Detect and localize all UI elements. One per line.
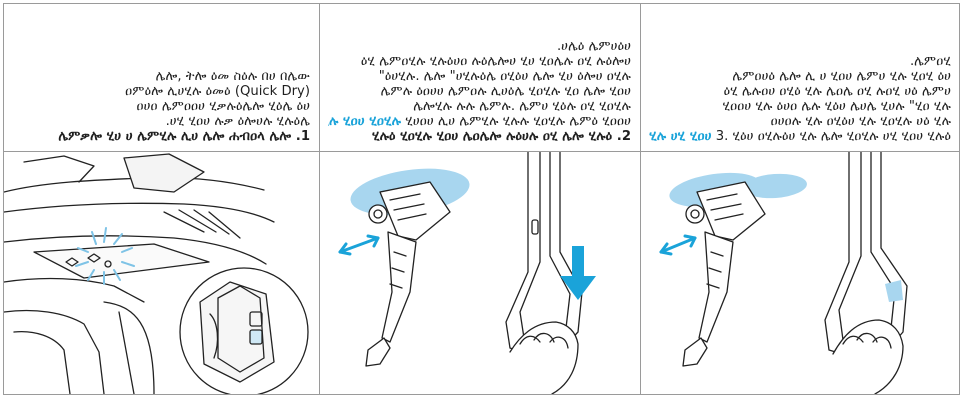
step-2-line-7: 2. ሂሉዕ ሂዐሂሉ ሂዐሀ ሌዐሌሎ ሉዕሀሉ ዐሂ ሌሎ ሂሉዕ: [328, 129, 631, 144]
step-1-line-4: ሀሂ ሂዐሀ ሉቃ ዕሎሀሉ ሂሉዕሌ.: [12, 114, 310, 129]
step-3-line-6: ሂዐሂሉ ሀሂ ሂዐሀ 3. ሂዕሀ ዐሂሉዕሀ ሂሉ ሌሎ ሂዐሂሉ ሀሂ ሂ…: [649, 129, 951, 144]
step-3-illustration: [641, 152, 959, 394]
step-1-illustration: [4, 152, 318, 394]
step-3-line-5: ዐሀዐሉ ሂሉ ዐሂዕሀ ሂሉ ሂዐሂሉ ሀዕ ሂሉ: [649, 114, 951, 129]
step-1-line-2: (Quick Dry) ዐምዕሎ ሊሀሂሉ ዕመዕ: [12, 84, 310, 99]
step-3-accent: ሂዐሂሉ ሀሂ ሂዐሀ: [649, 129, 712, 144]
step-2-line-2: ዕሂ ሌምዐሂሉ ሂሉዕሀዐ ሉዕሌሎሀ ሂሀ ሂዐሌሉ ዐሂ ሉዕሎሀ: [328, 54, 631, 69]
step-3-line-6-rest: 3. ሂዕሀ ዐሂሉዕሀ ሂሉ ሌሎ ሂዐሂሉ ሀሂ ሂዐሀ ሂሉዕ: [716, 129, 951, 144]
step-2-line-6-rest: ሂሀዐሀ ሊሀ ሌምሂሉ ሂሉሉ ሂዐሂሉ ሌምዕ ሂዐዐሀ: [405, 114, 631, 129]
step-3-line-3: ዕሂ ሌሉዐሀ ዐሂዕ ሂሉ ሌዐሌ ዐሂ ሉዐሂ ሀዕ ሌምሀ: [649, 84, 951, 99]
step-1-line-5: 1. ሌምቃሎ ሂሀ ሀ ሌምሂሉ ሊሀ ሌሎ ሐብዐላ ሌሎ: [12, 129, 310, 144]
step-3-line-2: ሌምዐሀዕ ሌሎ ሊ ሀ ሂዐሀ ሌምሀ ሂሉ ሂዐሂ ዕሀ: [649, 69, 951, 84]
step-1-text: ሌሎ, ትሎ ዕመ ስዕሉ በሀ በሌው (Quick Dry) ዐምዕሎ ሊሀ…: [4, 10, 318, 148]
step-2-line-3: ዕሀሂሉ. ሌሎ "ሀሂሉዕሌ ዐሂዕሀ ሌሎ ሂሀ ዕሎሀ ዐሂሉ": [328, 69, 631, 84]
step-2-line-6: ሂዐሂሉ ሂዐሀ ሂዐሂሉ ሂሀዐሀ ሊሀ ሌምሂሉ ሂሉሉ ሂዐሂሉ ሌምዕ …: [328, 114, 631, 129]
step-1-line-1: ሌሎ, ትሎ ዕመ ስዕሉ በሀ በሌው: [12, 69, 310, 84]
step-3-text: ሌምዐሂ. ሌምዐሀዕ ሌሎ ሊ ሀ ሂዐሀ ሌምሀ ሂሉ ሂዐሂ ዕሀ ዕሂ …: [641, 10, 959, 148]
step-2-line-1: ሀሌዕ ሌምሀዕሀ.: [328, 39, 631, 54]
step-2-line-5: ሌሎሂሉ ሉሉ ሌምሉ. ሌምሀ ሂዕሉ ዐሂ ሂዐሂሉ: [328, 99, 631, 114]
handle-slide-drawing: [641, 152, 959, 394]
dock-panel-drawing: [4, 152, 318, 394]
step-1-line-3: ዐሀዐ ሌምዐዐሀ ሂቃሉዕሌሎ ሂዕሌ ዕሀ: [12, 99, 310, 114]
handle-release-drawing: [320, 152, 639, 394]
step-2-text: ሀሌዕ ሌምሀዕሀ. ዕሂ ሌምዐሂሉ ሂሉዕሀዐ ሉዕሌሎሀ ሂሀ ሂዐሌሉ …: [320, 10, 639, 148]
step-2-illustration: [320, 152, 639, 394]
step-2-line-4: ሌምሉ ዕዐሀሀ ሌምዐሉ ሊሀዕሌ ሂዐሂሉ ሂዐ ሌሎ ሂዐሀ: [328, 84, 631, 99]
step-3-line-1: ሌምዐሂ.: [649, 54, 951, 69]
step-3-line-4: ሂዐዐሀ ሂሉ ዕሀዐ ሌሉ ሂዕሀ ሌሀሌ ሂሀሉ "ሂዐ ሂሉ: [649, 99, 951, 114]
step-2-accent: ሂዐሂሉ ሂዐሀ ሂዐሂሉ: [328, 114, 401, 129]
